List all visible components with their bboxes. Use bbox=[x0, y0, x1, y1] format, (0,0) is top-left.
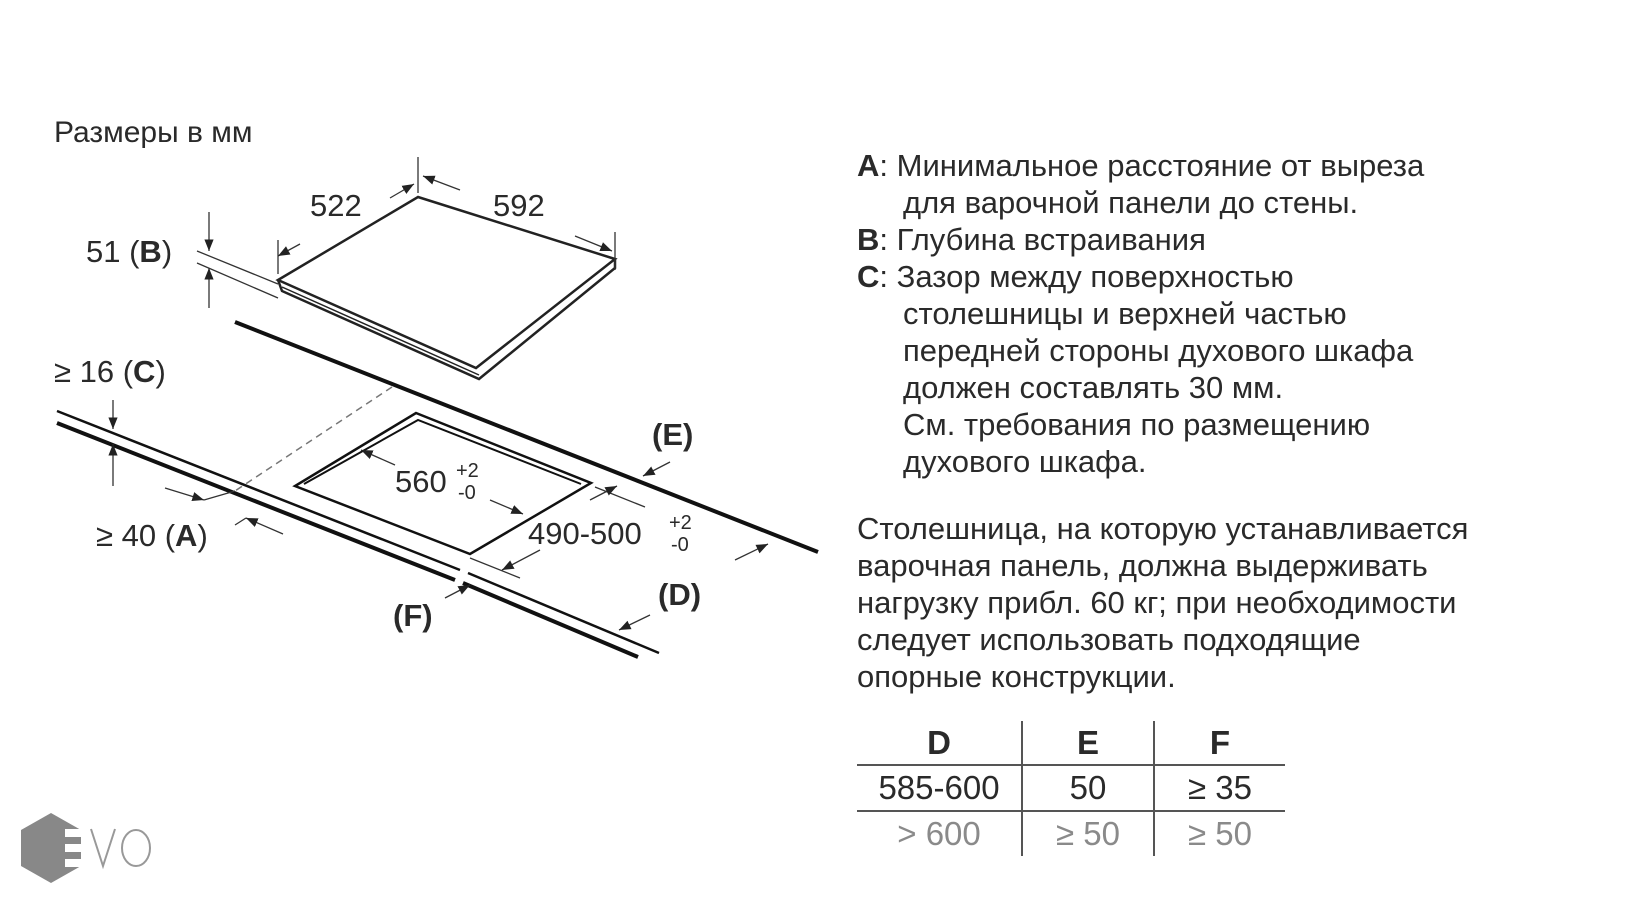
hob-width-label: 522 bbox=[310, 188, 362, 223]
cutout-width-tol-plus: +2 bbox=[456, 460, 479, 482]
countertop-dimensions bbox=[108, 400, 769, 631]
hob-depth-label: 592 bbox=[493, 188, 545, 223]
note-line: Столешница, на которую устанавливается bbox=[857, 511, 1469, 546]
depth-b-label: 51 (B) bbox=[86, 234, 172, 269]
d-label: (D) bbox=[658, 577, 701, 612]
cutout-width-label: 560 bbox=[395, 464, 447, 499]
table-cell: ≥ 35 bbox=[1153, 765, 1285, 811]
cutout-depth-tol-plus: +2 bbox=[669, 512, 692, 534]
legend-text: должен составлять 30 мм. bbox=[903, 370, 1284, 405]
page-title: Размеры в мм bbox=[54, 116, 253, 149]
load-note: Столешница, на которую устанавливается в… bbox=[857, 510, 1468, 695]
legend-b: B: Глубина встраивания bbox=[857, 222, 1206, 257]
legend-text: для варочной панели до стены. bbox=[903, 185, 1359, 220]
table-cell: 50 bbox=[1021, 765, 1154, 811]
e-label: (E) bbox=[652, 417, 693, 452]
legend-text: столешницы и верхней частью bbox=[903, 296, 1347, 331]
legend-key: B bbox=[857, 222, 880, 257]
legend-c-cont: передней стороны духового шкафа bbox=[857, 332, 1424, 369]
legend-a: A: Минимальное расстояние от выреза bbox=[857, 148, 1425, 183]
evo-logo bbox=[21, 813, 151, 883]
legend-text: См. требования по размещению bbox=[903, 407, 1371, 442]
legend-text: духового шкафа. bbox=[903, 444, 1147, 479]
note-line: опорные конструкции. bbox=[857, 659, 1176, 694]
table-header: E bbox=[1021, 721, 1154, 765]
legend: A: Минимальное расстояние от выреза для … bbox=[857, 147, 1424, 480]
cutout-width-tol-minus: -0 bbox=[458, 482, 476, 504]
legend-c-cont: духового шкафа. bbox=[857, 443, 1424, 480]
countertop-drawing bbox=[56, 320, 819, 659]
table-row: > 600 ≥ 50 ≥ 50 bbox=[857, 811, 1285, 856]
table-header-row: D E F bbox=[857, 721, 1285, 765]
table-header: D bbox=[927, 723, 951, 761]
hob-dimensions bbox=[196, 157, 616, 308]
hob-drawing bbox=[275, 195, 618, 381]
legend-c: C: Зазор между поверхностью bbox=[857, 259, 1294, 294]
table-cell: ≥ 50 bbox=[1153, 811, 1285, 856]
legend-c-cont: См. требования по размещению bbox=[857, 406, 1424, 443]
clearance-table: D E F 585-600 50 ≥ 35 > 600 ≥ 50 ≥ 50 bbox=[857, 721, 1285, 856]
note-line: следует использовать подходящие bbox=[857, 622, 1361, 657]
f-label: (F) bbox=[393, 598, 433, 633]
table-cell: 585-600 bbox=[878, 769, 1000, 806]
cutout-depth-label: 490-500 bbox=[528, 516, 642, 551]
legend-c-cont: столешницы и верхней частью bbox=[857, 295, 1424, 332]
legend-text: Минимальное расстояние от выреза bbox=[896, 148, 1425, 183]
installation-diagram: Размеры в мм 522 592 51 (B) bbox=[54, 116, 819, 659]
table-header: F bbox=[1153, 721, 1285, 765]
legend-text: передней стороны духового шкафа bbox=[903, 333, 1414, 368]
legend-a-cont: для варочной панели до стены. bbox=[857, 184, 1424, 221]
legend-key: A bbox=[857, 148, 880, 183]
legend-c-cont: должен составлять 30 мм. bbox=[857, 369, 1424, 406]
legend-text: Глубина встраивания bbox=[896, 222, 1206, 257]
cutout-depth-tol-minus: -0 bbox=[671, 534, 689, 556]
note-line: нагрузку прибл. 60 кг; при необходимости bbox=[857, 585, 1457, 620]
note-line: варочная панель, должна выдерживать bbox=[857, 548, 1428, 583]
table-row: 585-600 50 ≥ 35 bbox=[857, 765, 1285, 811]
table-cell: > 600 bbox=[897, 815, 981, 852]
distance-a-label: ≥ 40 (A) bbox=[96, 518, 208, 553]
gap-c-label: ≥ 16 (C) bbox=[54, 354, 166, 389]
table-cell: ≥ 50 bbox=[1021, 811, 1154, 856]
legend-key: C bbox=[857, 259, 880, 294]
legend-text: Зазор между поверхностью bbox=[896, 259, 1294, 294]
